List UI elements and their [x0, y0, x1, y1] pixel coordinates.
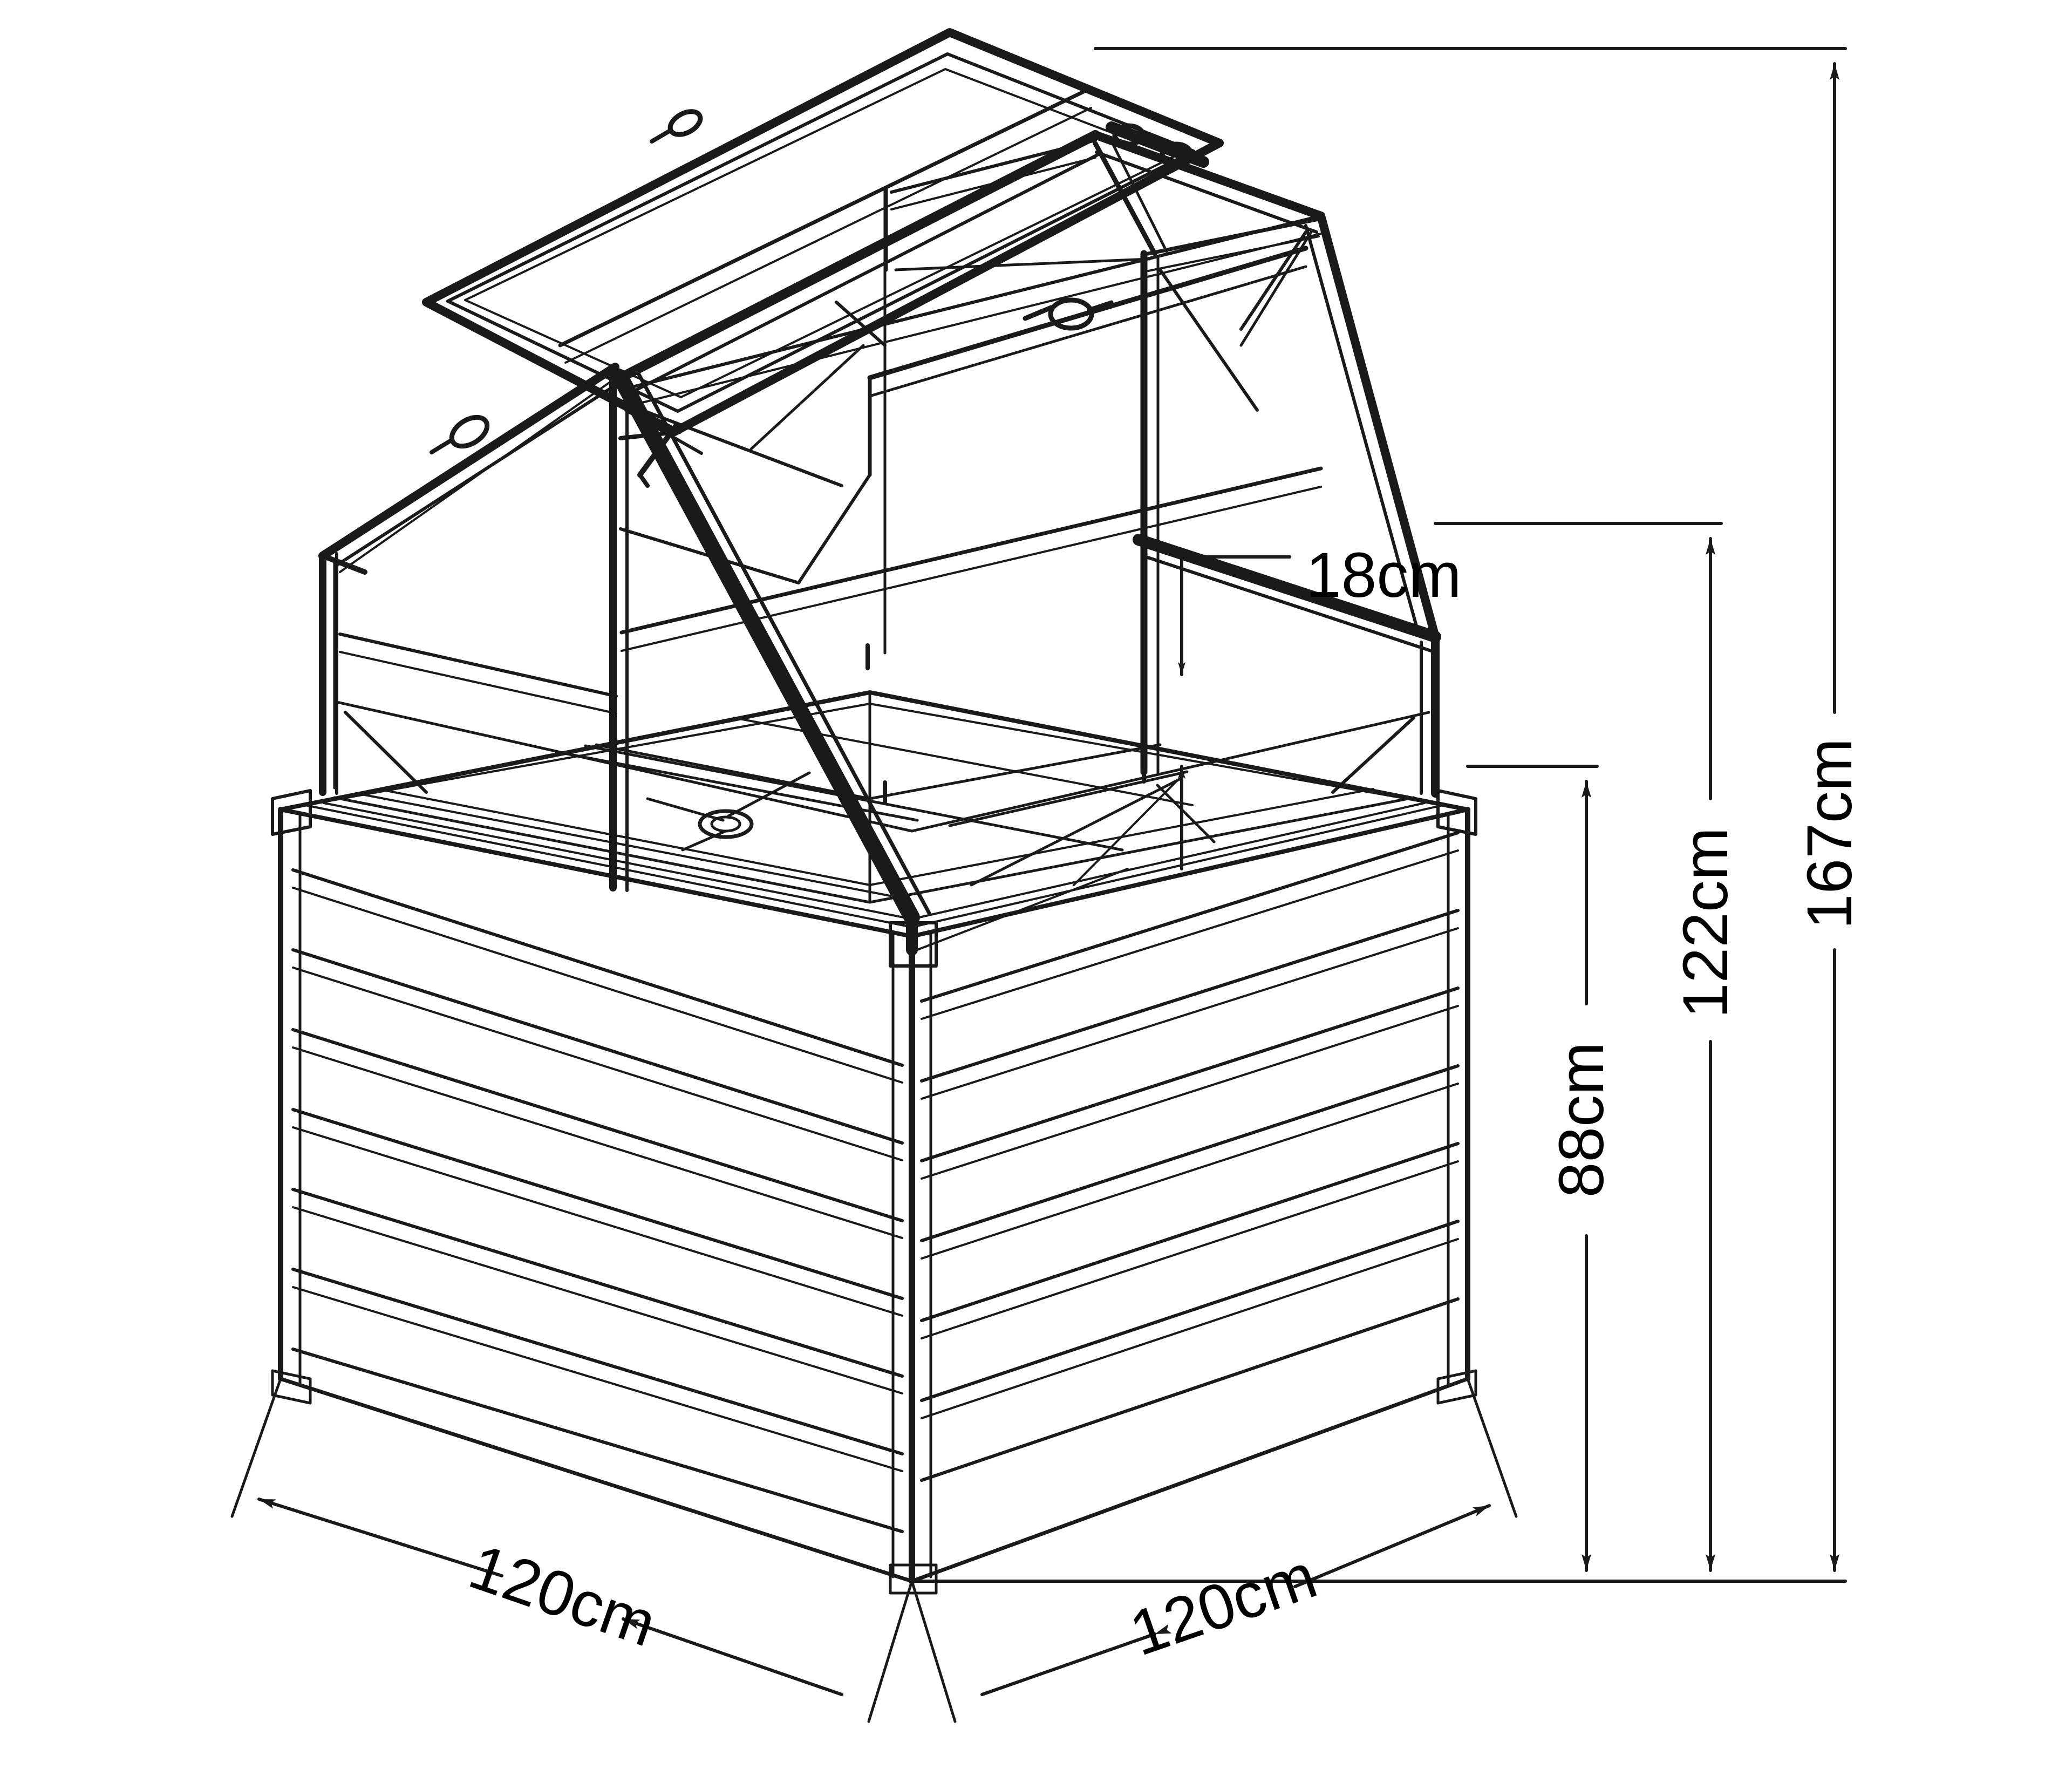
lid-hinge-barrel: [1106, 121, 1209, 168]
dim-label-120cm-left: 120cm: [461, 1531, 665, 1661]
lid-handle: [650, 109, 703, 144]
roof-rear-right-slope: [1091, 131, 1440, 641]
glazing-left-post: [319, 552, 338, 796]
rear-gable-braces: [640, 138, 1321, 487]
lid-outer-frame: [422, 28, 1224, 436]
dim-label-122cm: 122cm: [1670, 827, 1741, 1018]
dimension-88cm: [1466, 765, 1599, 1572]
dim-label-167cm: 167cm: [1794, 738, 1865, 929]
open-lid-panel: [422, 28, 1308, 584]
lid-secondary-panel: [619, 246, 1308, 584]
front-gable-strut: [612, 370, 931, 926]
hinge-hardware-left: [430, 414, 490, 454]
roof-left-slope: [318, 363, 629, 575]
bed-corner-posts: [278, 807, 1470, 1584]
lid-support-arm: [618, 424, 682, 488]
dim-label-18cm: 18cm: [1306, 540, 1462, 611]
lid-mid-rail: [558, 90, 1092, 364]
glazing-right-post: [1420, 632, 1440, 798]
dimension-167cm: [910, 47, 1847, 1583]
raised-bed-body: [271, 643, 1477, 1595]
dim-label-88cm: 88cm: [1546, 1042, 1617, 1198]
dim-label-120cm-right: 120cm: [1121, 1540, 1325, 1670]
dimension-120cm-left: [230, 1377, 914, 1723]
dimension-122cm: [1434, 522, 1723, 1572]
dimension-120cm-right: [910, 1377, 1518, 1723]
bed-corner-caps: [271, 789, 1477, 1595]
bed-left-face: [278, 807, 914, 1583]
rear-glazing-frame: [333, 187, 1430, 833]
bed-right-face: [910, 807, 1470, 1583]
dimension-18cm: [1178, 555, 1291, 870]
